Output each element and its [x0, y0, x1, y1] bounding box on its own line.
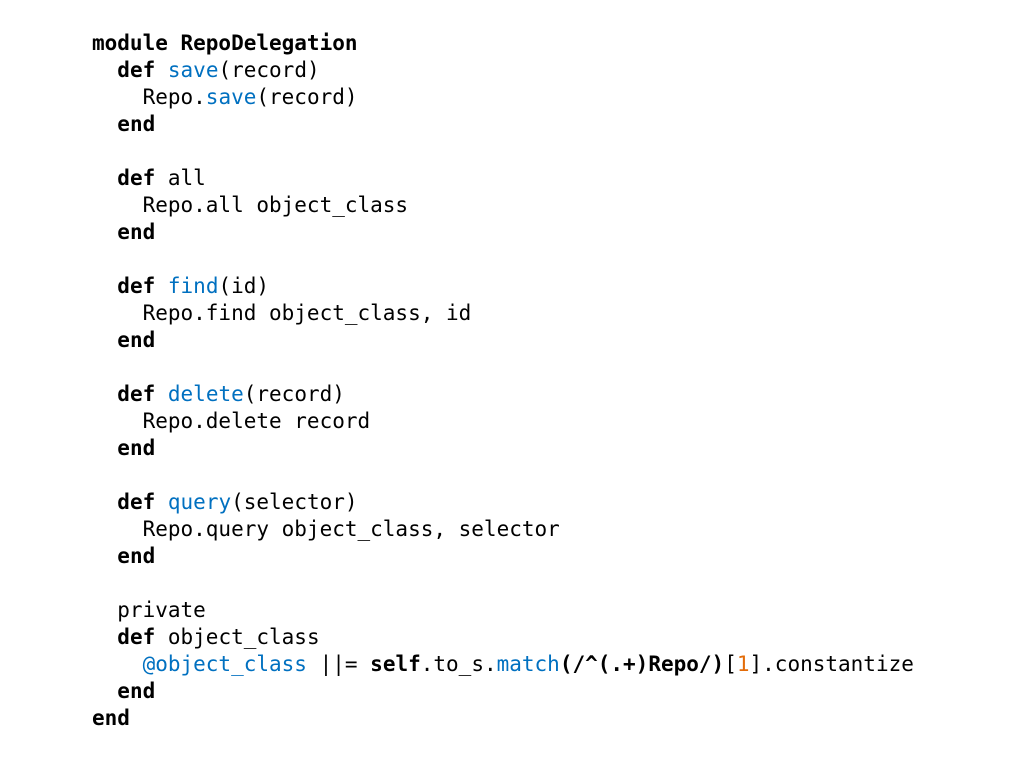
code-token: end — [117, 328, 156, 352]
code-token: def — [117, 382, 156, 406]
code-token — [92, 625, 117, 649]
code-token — [92, 220, 117, 244]
code-token — [155, 490, 168, 514]
code-token: (record) — [243, 382, 345, 406]
code-line: end — [92, 435, 914, 462]
code-token: find — [167, 274, 219, 298]
code-line — [92, 138, 914, 165]
code-token: Repo.query object_class, selector — [92, 517, 560, 541]
code-token: @object_class — [142, 652, 307, 676]
code-token: def — [117, 58, 156, 82]
code-line: @object_class ||= self.to_s.match(/^(.+)… — [92, 651, 914, 678]
code-line: Repo.query object_class, selector — [92, 516, 914, 543]
code-token: ].constantize — [749, 652, 914, 676]
code-token: end — [117, 220, 156, 244]
code-line: Repo.save(record) — [92, 84, 914, 111]
code-token — [92, 274, 117, 298]
code-line: Repo.all object_class — [92, 192, 914, 219]
code-token: private — [92, 598, 206, 622]
code-token: save — [167, 58, 219, 82]
code-token — [92, 652, 143, 676]
code-token: def — [117, 166, 156, 190]
code-token: (id) — [218, 274, 270, 298]
code-token: (record) — [256, 85, 358, 109]
code-line: def query(selector) — [92, 489, 914, 516]
code-line: def delete(record) — [92, 381, 914, 408]
code-token: end — [117, 112, 156, 136]
code-token — [92, 112, 117, 136]
code-token: .to_s. — [420, 652, 497, 676]
code-token — [92, 544, 117, 568]
code-line: end — [92, 705, 914, 732]
code-token: (selector) — [231, 490, 358, 514]
code-token — [155, 382, 168, 406]
code-token — [92, 679, 117, 703]
code-token: 1 — [736, 652, 750, 676]
code-token — [92, 58, 117, 82]
code-token: self — [370, 652, 421, 676]
code-token — [92, 166, 117, 190]
code-token: object_class — [155, 625, 320, 649]
code-token: def — [117, 490, 156, 514]
code-token: end — [117, 436, 156, 460]
code-line: def find(id) — [92, 273, 914, 300]
code-block: module RepoDelegation def save(record) R… — [92, 30, 914, 732]
code-token: (/^(.+)Repo/) — [559, 652, 725, 676]
code-token: end — [92, 706, 130, 730]
code-token: query — [167, 490, 232, 514]
code-line: end — [92, 678, 914, 705]
code-token: def — [117, 274, 156, 298]
code-token: Repo.all object_class — [92, 193, 409, 217]
code-token: delete — [167, 382, 244, 406]
code-token: Repo.delete record — [92, 409, 371, 433]
code-line — [92, 354, 914, 381]
code-token — [92, 436, 117, 460]
code-token — [92, 382, 117, 406]
code-line: end — [92, 543, 914, 570]
code-line: end — [92, 219, 914, 246]
code-line: def save(record) — [92, 57, 914, 84]
code-token: module RepoDelegation — [92, 31, 358, 55]
code-token — [155, 58, 168, 82]
code-line — [92, 246, 914, 273]
code-token — [92, 490, 117, 514]
code-token: end — [117, 679, 156, 703]
code-line: def object_class — [92, 624, 914, 651]
code-token: all — [155, 166, 206, 190]
code-token: Repo. — [92, 85, 206, 109]
code-token: Repo.find object_class, id — [92, 301, 472, 325]
code-token: match — [496, 652, 560, 676]
code-token: [ — [724, 652, 737, 676]
code-token: (record) — [218, 58, 320, 82]
code-line: def all — [92, 165, 914, 192]
code-token: end — [117, 544, 156, 568]
code-token: save — [205, 85, 257, 109]
code-line: end — [92, 327, 914, 354]
code-line — [92, 462, 914, 489]
code-token — [92, 328, 117, 352]
code-line: Repo.find object_class, id — [92, 300, 914, 327]
code-line: Repo.delete record — [92, 408, 914, 435]
code-token — [155, 274, 168, 298]
code-line — [92, 570, 914, 597]
code-line: private — [92, 597, 914, 624]
code-token: ||= — [306, 652, 371, 676]
code-line: module RepoDelegation — [92, 30, 914, 57]
code-token: def — [117, 625, 156, 649]
code-line: end — [92, 111, 914, 138]
